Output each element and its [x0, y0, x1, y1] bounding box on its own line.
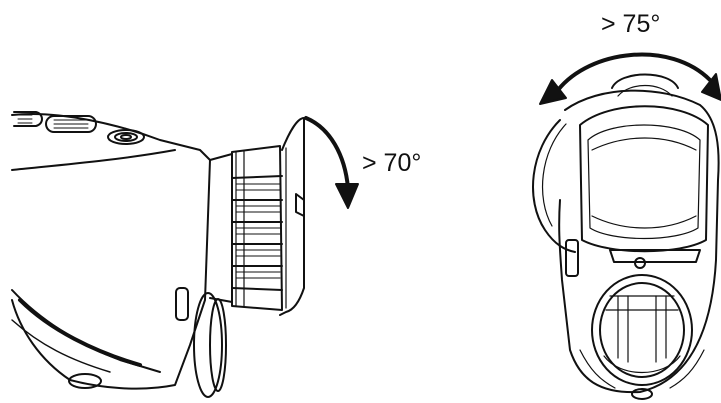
curved-down-arrow-icon: [304, 116, 359, 209]
double-headed-curved-arrow-icon: [539, 52, 721, 105]
lens-ring: [209, 145, 283, 311]
device-front-body: [558, 89, 720, 394]
eyepiece: [193, 292, 227, 398]
monocular-side-view: [11, 111, 305, 398]
right-angle-label: > 75°: [601, 10, 661, 38]
device-body: [11, 113, 211, 390]
top-buttons: [13, 111, 145, 145]
front-eyepiece: [591, 274, 693, 386]
monocular-front-view: [532, 73, 720, 400]
lens-cover-open: [279, 117, 305, 316]
left-angle-label: > 70°: [362, 149, 422, 177]
